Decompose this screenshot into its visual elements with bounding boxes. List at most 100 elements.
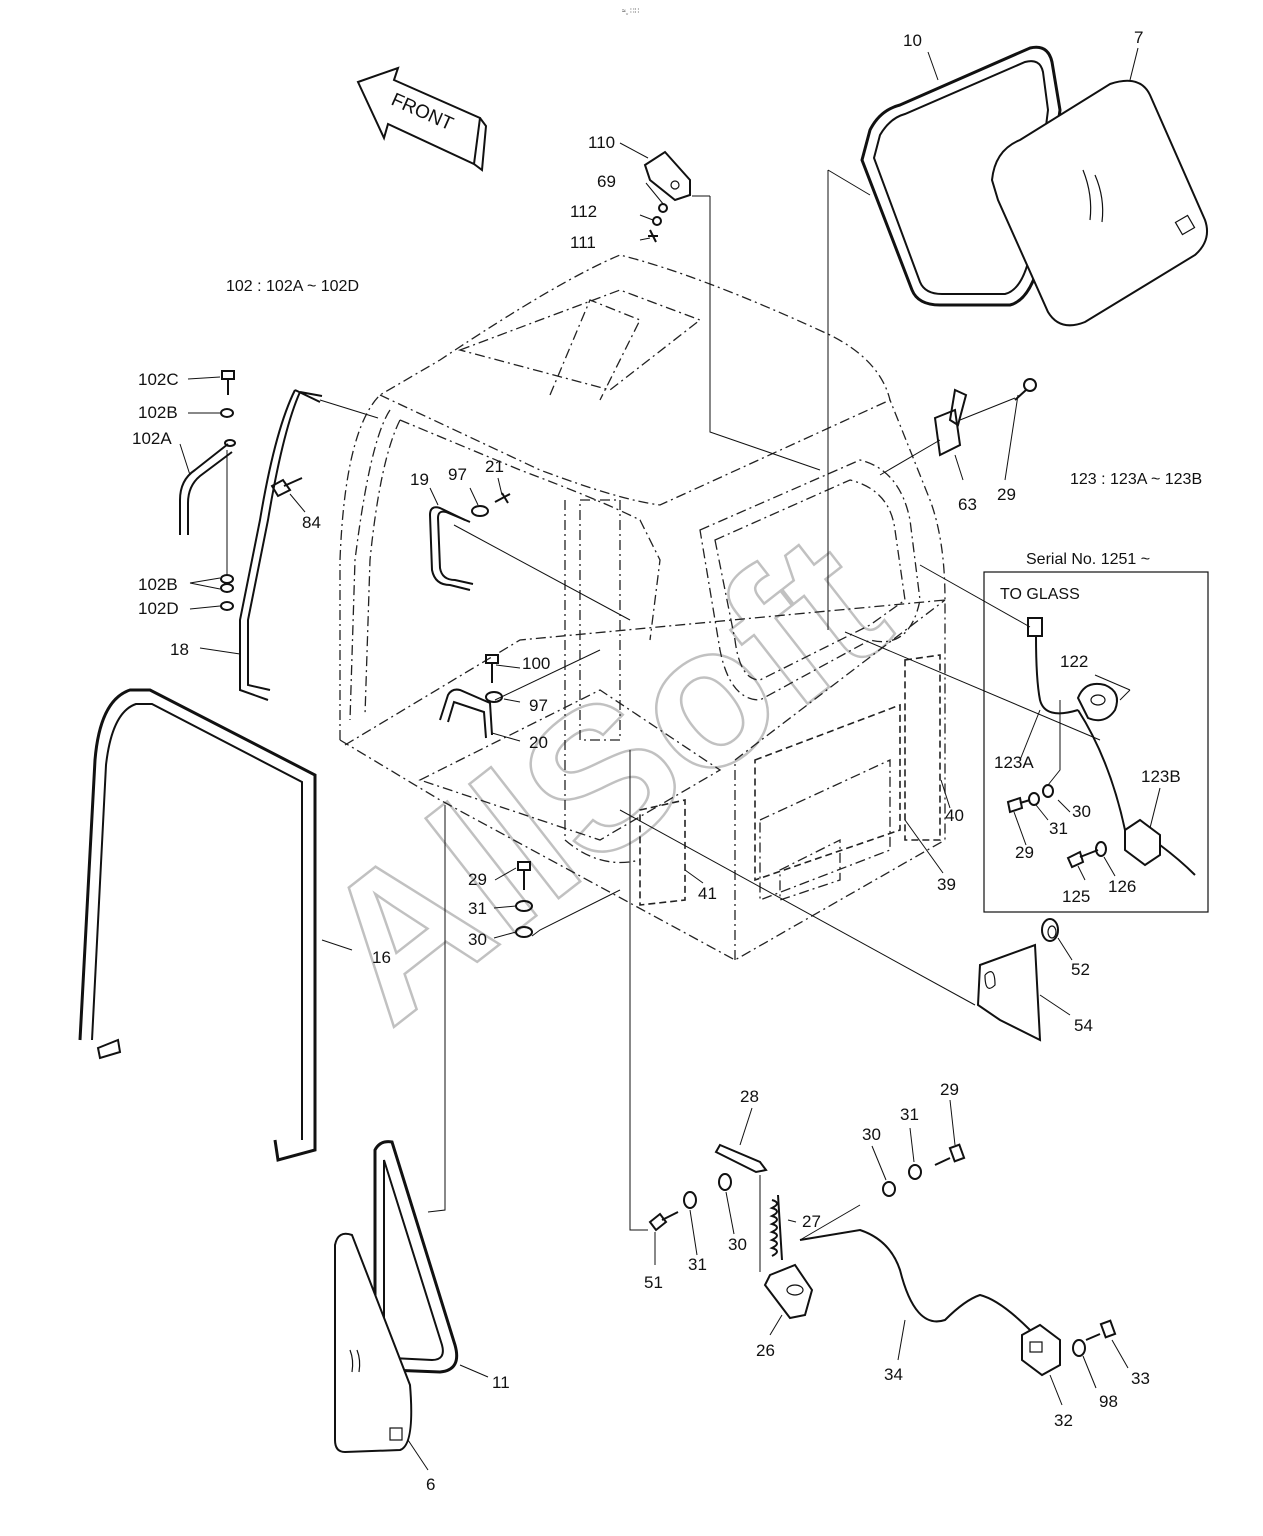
callout-27: 27 bbox=[802, 1212, 821, 1231]
panel-39 bbox=[754, 703, 901, 882]
bolt-29-bot bbox=[934, 1143, 966, 1166]
bolt-29-top bbox=[1014, 378, 1037, 401]
lever-26 bbox=[763, 1263, 814, 1320]
callout-111: 111 bbox=[570, 233, 596, 252]
callout-26: 26 bbox=[756, 1341, 775, 1360]
callout-102b-bot: 102B bbox=[138, 575, 178, 594]
washer-97-top bbox=[471, 505, 489, 517]
callout-29-bot: 29 bbox=[940, 1080, 959, 1099]
callout-21: 21 bbox=[485, 457, 504, 476]
bolt-21 bbox=[494, 492, 511, 504]
callout-34: 34 bbox=[884, 1365, 903, 1384]
controller-123b bbox=[1077, 709, 1196, 876]
watermark: AllSoft bbox=[278, 490, 926, 1065]
handle-19 bbox=[428, 506, 474, 591]
nut-102d bbox=[220, 601, 234, 611]
callout-122: 122 bbox=[1060, 652, 1088, 671]
bolt-33 bbox=[1085, 1319, 1117, 1341]
washer-112 bbox=[652, 216, 662, 226]
watermark-text: AllSoft bbox=[279, 491, 924, 1063]
inset-washer-30 bbox=[1042, 784, 1054, 798]
spring-27 bbox=[769, 1194, 783, 1261]
washer-102b-bot-2 bbox=[220, 583, 234, 593]
washer-30-bot bbox=[718, 1173, 732, 1191]
callout-123a: 123A bbox=[994, 753, 1034, 772]
callout-30-bot2: 30 bbox=[728, 1235, 747, 1254]
leader-lines bbox=[179, 47, 1161, 1471]
callout-97-mid: 97 bbox=[529, 696, 548, 715]
front-arrow: FRONT bbox=[356, 66, 488, 172]
bolt-111 bbox=[648, 229, 658, 243]
bolt-125 bbox=[1066, 849, 1099, 869]
handle-20 bbox=[439, 688, 493, 739]
grommet-52 bbox=[1041, 918, 1059, 942]
washer-126 bbox=[1095, 841, 1107, 857]
washer-31-bot bbox=[683, 1191, 697, 1209]
callout-69: 69 bbox=[597, 172, 616, 191]
header-mark: ≈ˬ ∷∷ bbox=[622, 8, 640, 15]
callout-31-bot2: 31 bbox=[688, 1255, 707, 1274]
cab-body bbox=[339, 254, 946, 961]
nut-69 bbox=[658, 203, 668, 213]
callout-19: 19 bbox=[410, 470, 429, 489]
cover-54 bbox=[976, 943, 1042, 1042]
rod-28 bbox=[714, 1143, 768, 1174]
callout-16: 16 bbox=[372, 948, 391, 967]
callout-110: 110 bbox=[588, 133, 615, 152]
callout-30-bot: 30 bbox=[862, 1125, 881, 1144]
panel-41 bbox=[639, 799, 686, 906]
callout-28: 28 bbox=[740, 1087, 759, 1106]
callout-29-right: 29 bbox=[1015, 843, 1034, 862]
callout-32: 32 bbox=[1054, 1411, 1073, 1430]
callout-18: 18 bbox=[170, 640, 189, 659]
door-seal-16 bbox=[78, 688, 317, 1162]
latch-63 bbox=[933, 388, 968, 457]
washer-30-bot2 bbox=[882, 1181, 896, 1197]
washer-102b-bot-1 bbox=[220, 574, 234, 584]
callout-52: 52 bbox=[1071, 960, 1090, 979]
callout-30-left: 30 bbox=[468, 930, 487, 949]
callout-6: 6 bbox=[426, 1475, 435, 1494]
callout-54: 54 bbox=[1074, 1016, 1093, 1035]
callouts: 10 7 110 69 112 111 102C 102B 102A 84 19… bbox=[132, 28, 1181, 1494]
callout-40: 40 bbox=[945, 806, 964, 825]
callout-31-bot: 31 bbox=[900, 1105, 919, 1124]
window-glass-7 bbox=[990, 79, 1208, 327]
note-group-102: 102 : 102A ~ 102D bbox=[226, 278, 359, 295]
note-group-123: 123 : 123A ~ 123B bbox=[1070, 471, 1202, 488]
callout-102c: 102C bbox=[138, 370, 179, 389]
washer-31-bot2 bbox=[908, 1164, 922, 1180]
callout-29-left: 29 bbox=[468, 870, 487, 889]
callout-125: 125 bbox=[1062, 887, 1090, 906]
bracket-122 bbox=[1076, 682, 1118, 722]
callout-41: 41 bbox=[698, 884, 717, 903]
callout-30-right: 30 bbox=[1072, 802, 1091, 821]
grip-102a bbox=[179, 439, 236, 535]
callout-97-top: 97 bbox=[448, 465, 467, 484]
callout-98: 98 bbox=[1099, 1392, 1118, 1411]
callout-7: 7 bbox=[1134, 28, 1143, 47]
callout-102a: 102A bbox=[132, 429, 172, 448]
callout-123b: 123B bbox=[1141, 767, 1181, 786]
bolt-102c bbox=[221, 370, 235, 395]
callout-51: 51 bbox=[644, 1273, 663, 1292]
callout-126: 126 bbox=[1108, 877, 1136, 896]
panel-40 bbox=[904, 654, 941, 841]
handrail-18 bbox=[239, 389, 323, 701]
cable-34 bbox=[799, 1228, 1031, 1331]
side-glass-6 bbox=[334, 1232, 413, 1454]
washer-97-mid bbox=[485, 691, 503, 703]
callout-29-top: 29 bbox=[997, 485, 1016, 504]
callout-112: 112 bbox=[570, 202, 597, 221]
bolt-100 bbox=[485, 654, 499, 683]
bolt-84 bbox=[270, 477, 303, 498]
callout-100: 100 bbox=[522, 654, 550, 673]
callout-102d: 102D bbox=[138, 599, 179, 618]
inset-washer-31 bbox=[1028, 792, 1040, 806]
callout-84: 84 bbox=[302, 513, 321, 532]
callout-31-left: 31 bbox=[468, 899, 487, 918]
callout-33: 33 bbox=[1131, 1369, 1150, 1388]
serial-inset-box bbox=[983, 571, 1209, 913]
callout-102b-top: 102B bbox=[138, 403, 178, 422]
note-serial: Serial No. 1251 ~ bbox=[1026, 551, 1150, 568]
